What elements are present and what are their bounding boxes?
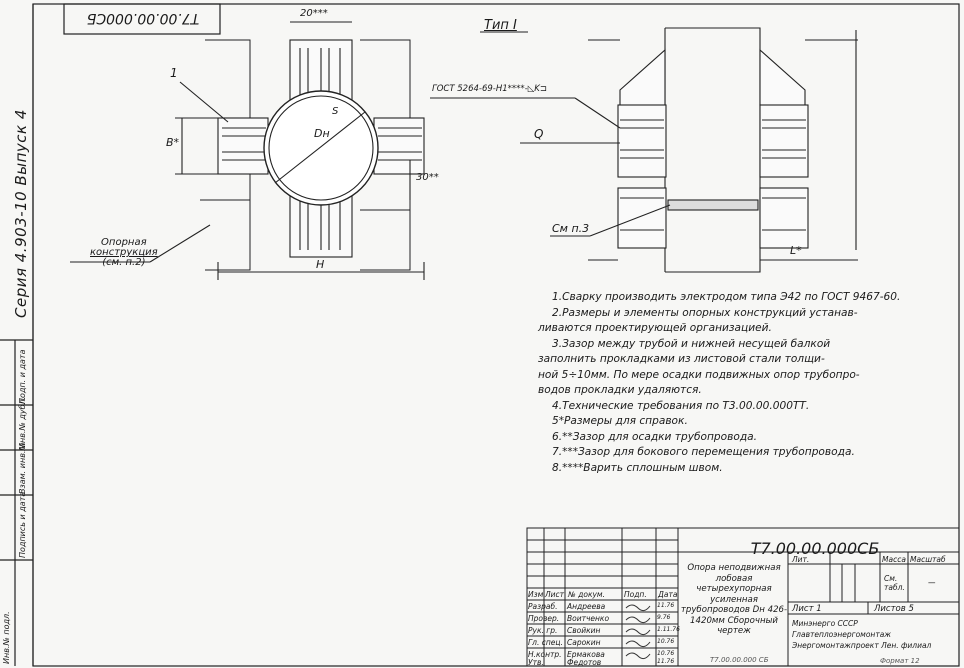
person-2: Свойкин [567,626,601,635]
note-2a: 2.Размеры и элементы опорных конструкций… [552,306,858,319]
mass-header: Масса [882,555,906,564]
title-block-code: Т7.00.00.000СБ [750,539,880,558]
dim-h: H [316,258,325,271]
date-4: 10.76 [657,650,675,657]
col-doc: № докум. [568,590,605,599]
sheet-number: Лист 1 [792,604,822,614]
person-0: Андреева [567,602,606,611]
support-label-1: Опорная [101,237,147,248]
date-5: 11.76 [657,658,675,665]
doc-code-top: Т7.00.00.000СБ [86,10,200,26]
person-4: Ермакова [567,650,605,659]
person-5: Федотов [567,658,602,667]
col-date: Дата [658,590,678,599]
support-label: Опорная конструкция (см. п.2) [90,238,158,268]
dim-20: 20*** [300,8,328,19]
note-6: 6.**Зазор для осадки трубопровода. [552,430,758,443]
person-1: Воитченко [567,614,610,623]
note-7: 7.***Зазор для бокового перемещения труб… [552,446,855,458]
note-3d: водов прокладки удаляются. [538,384,702,396]
margin-cell-sign: Подпись и дата [18,491,27,558]
role-3: Гл. спец. [528,638,563,647]
mass-value: См. табл. [884,574,905,592]
note-5: 5*Размеры для справок. [552,415,688,427]
label-q: Q [534,127,544,141]
bottom-format: Формат 12 [880,657,920,665]
top-stamp-box [63,3,221,35]
date-1: 9.76 [657,614,671,621]
date-2: 1.11.76 [657,626,680,633]
left-view [70,21,425,280]
col-izm: Изм [528,590,544,599]
support-label-3: (см. п.2) [102,257,146,268]
label-l: L* [790,244,802,257]
sheets-count: Листов 5 [874,604,914,614]
note-4: 4.Технические требования по Т3.00.00.000… [552,399,810,412]
date-3: 10.76 [657,638,675,645]
margin-cell-dubl: Инв.№ дубл. [18,396,27,449]
organization: Минэнерго СССР Главтеплоэнергомонтаж Эне… [792,619,932,650]
margin-cell-podp: Подп. и дата [18,349,27,405]
note-3b: заполнить прокладками из листовой стали … [538,353,825,365]
type-title: Тип I [484,18,517,33]
scale-header: Масштаб [910,555,946,564]
dim-dn: Dн [314,127,330,140]
role-5: Утв. [528,658,544,667]
role-1: Провер. [528,614,560,623]
dim-s: S [332,106,339,117]
technical-notes: 1.Сварку производить электродом типа Э42… [538,290,948,476]
support-label-2: конструкция [90,247,158,258]
col-sign: Подп. [624,590,647,599]
lit-header: Лит. [792,555,810,564]
col-list: Лист [545,590,565,599]
note-8: 8.****Варить сплошным швом. [552,461,723,474]
gost-label: ГОСТ 5264-69-Н1****-◺K⊐ [432,84,547,94]
title-block-grid [526,527,960,667]
leader-1-label: 1 [170,66,178,80]
bottom-code: Т7.00.00.000 СБ [710,656,769,664]
dim-30: 30** [416,172,439,183]
series-label: Серия 4.903-10 Выпуск 4 [12,109,30,318]
margin-cell-inv: Инв.№ подл. [2,611,11,664]
title-block-name: Опора неподвижная лобовая четырехупорная… [680,563,788,636]
scale-value: — [928,578,936,587]
signature-marks [625,604,651,660]
role-0: Разраб. [528,602,558,611]
dim-b: B* [166,136,180,149]
margin-cell-vzam: Взам. инв.№ [18,442,27,494]
label-see-3: См п.3 [552,222,590,235]
note-3c: ной 5÷10мм. По мере осадки подвижных опо… [538,368,860,381]
note-2b: ливаются проектирующей организацией. [538,322,772,334]
role-4: Н.контр. [528,650,562,659]
note-1: 1.Сварку производить электродом типа Э42… [552,291,901,303]
role-2: Рук. гр. [528,626,558,635]
note-3a: 3.Зазор между трубой и нижней несущей ба… [552,337,831,350]
person-3: Сарокин [567,638,601,647]
date-0: 11.76 [657,602,675,609]
right-view [430,27,858,273]
